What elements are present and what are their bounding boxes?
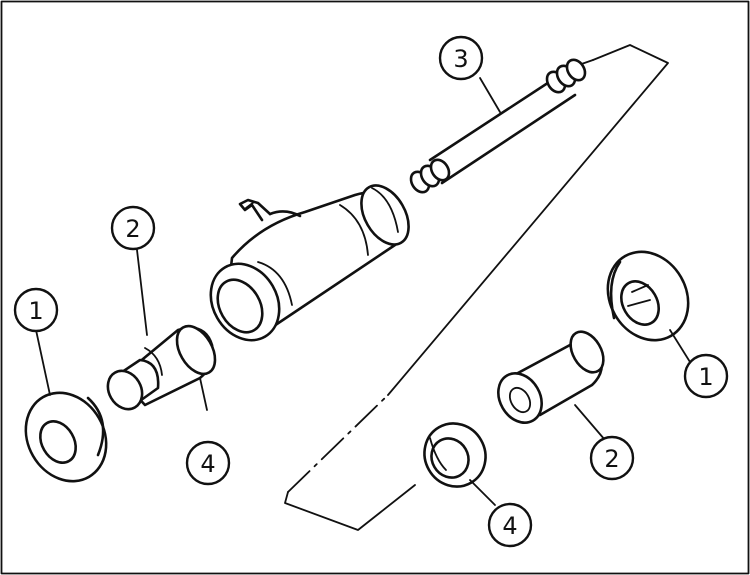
callout-label-right-seal: 4 <box>502 512 517 540</box>
callout-label-left-piston: 2 <box>125 215 140 243</box>
callout-label-spring: 3 <box>453 45 468 73</box>
callout-right-cup: 1 <box>683 353 729 399</box>
right-cup <box>606 250 690 342</box>
callout-spring: 3 <box>438 35 484 81</box>
callout-label-left-seal: 4 <box>200 450 215 478</box>
cylinder-body <box>209 184 410 342</box>
leader-lines <box>35 77 691 506</box>
return-spring <box>409 58 587 194</box>
spring-coils-upper <box>545 58 587 94</box>
right-seal <box>423 422 487 488</box>
callout-label-right-cup: 1 <box>698 363 713 391</box>
callout-left-piston: 2 <box>110 205 156 251</box>
callout-label-left-cup: 1 <box>28 297 43 325</box>
callout-right-piston: 2 <box>589 435 635 481</box>
callout-left-cup: 1 <box>13 287 59 333</box>
right-piston <box>497 330 605 424</box>
left-piston <box>106 324 217 411</box>
callout-label-right-piston: 2 <box>604 445 619 473</box>
bleed-nipple <box>238 198 272 222</box>
callout-left-seal: 4 <box>185 440 231 486</box>
spring-coils-lower <box>409 158 451 194</box>
left-cup <box>24 391 108 483</box>
callout-right-seal: 4 <box>487 502 533 548</box>
